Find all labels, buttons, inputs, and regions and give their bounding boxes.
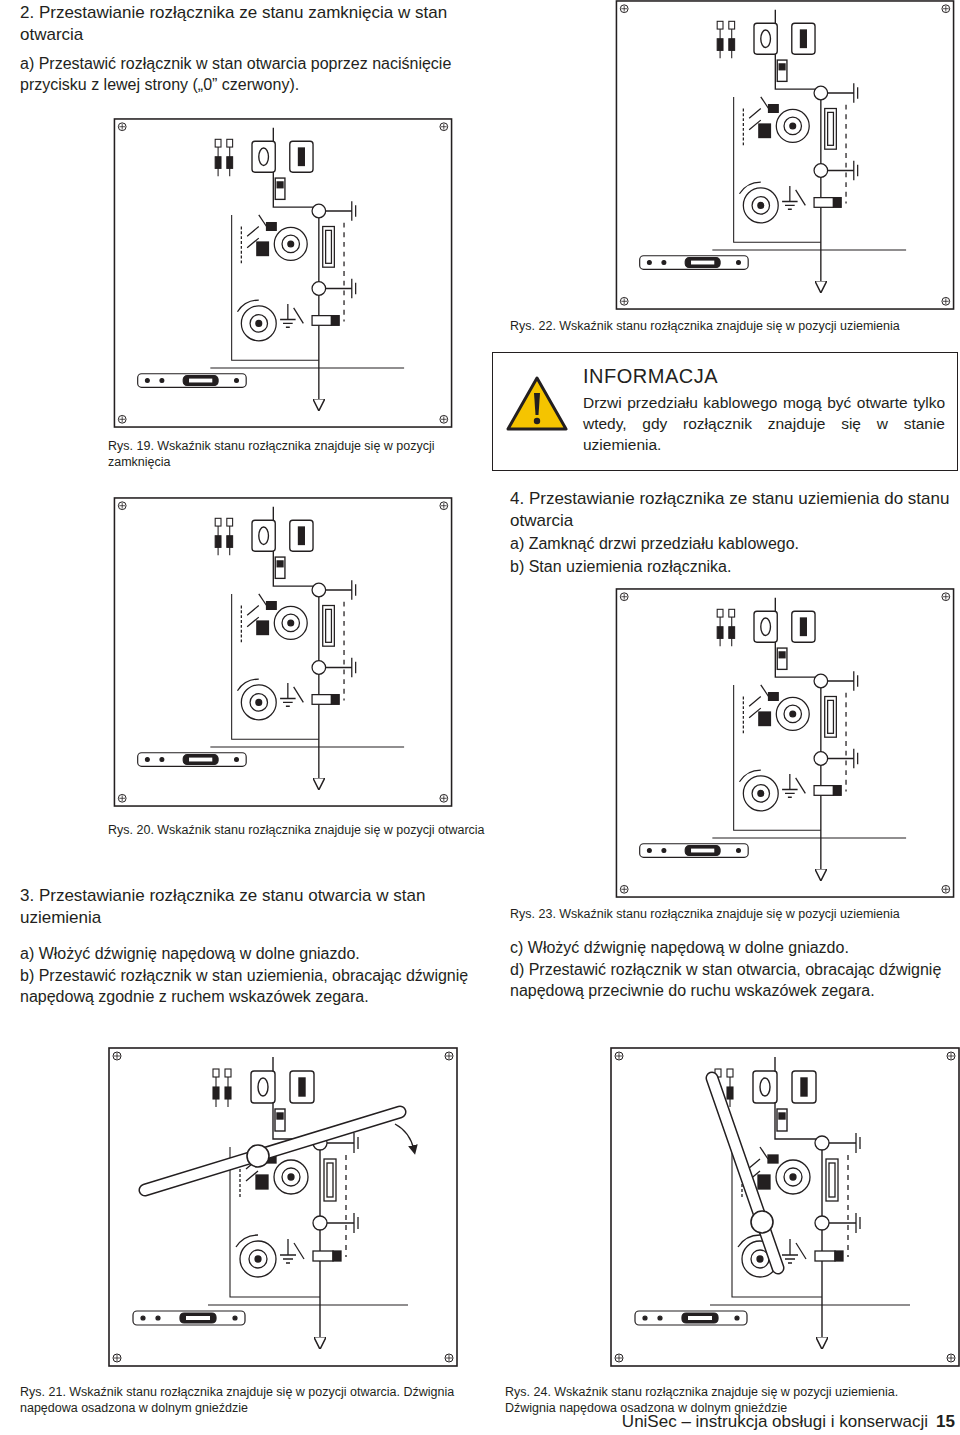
figure-caption: Rys. 24. Wskaźnik stanu rozłącznika znaj…: [505, 1384, 945, 1417]
operating-lever: [145, 1112, 414, 1190]
switchgear-panel: [109, 1, 959, 1366]
operating-lever: [712, 1078, 778, 1268]
instruction-text: a) Włożyć dźwignię napędową w dolne gnia…: [20, 944, 475, 965]
figure-caption: Rys. 22. Wskaźnik stanu rozłącznika znaj…: [510, 318, 955, 334]
page-footer: 15: [936, 1411, 955, 1433]
figure-caption: Rys. 23. Wskaźnik stanu rozłącznika znaj…: [510, 906, 955, 922]
warning-icon: [505, 375, 569, 433]
instruction-text: 3. Przestawianie rozłącznika ze stanu ot…: [20, 885, 475, 929]
figure-caption: Rys. 19. Wskaźnik stanu rozłącznika znaj…: [108, 438, 488, 471]
instruction-text: b) Przestawić rozłącznik w stan uziemien…: [20, 966, 475, 1008]
instruction-text: c) Włożyć dźwignię napędową w dolne gnia…: [510, 938, 955, 959]
instruction-text: 4. Przestawianie rozłącznika ze stanu uz…: [510, 488, 955, 532]
instruction-text: a) Przestawić rozłącznik w stan otwarcia…: [20, 54, 475, 96]
info-body: Drzwi przedziału kablowego mogą być otwa…: [583, 393, 945, 456]
instruction-text: d) Przestawić rozłącznik w stan otwarcia…: [510, 960, 955, 1002]
instruction-text: a) Zamknąć drzwi przedziału kablowego.: [510, 534, 955, 555]
info-heading: INFORMACJA: [583, 363, 945, 389]
info-box: INFORMACJA Drzwi przedziału kablowego mog…: [492, 352, 958, 471]
page-footer: UniSec – instrukcja obsługi i konserwacj…: [622, 1411, 928, 1433]
figure-caption: Rys. 20. Wskaźnik stanu rozłącznika znaj…: [108, 822, 488, 838]
instruction-text: 2. Przestawianie rozłącznika ze stanu za…: [20, 2, 475, 46]
instruction-text: b) Stan uziemienia rozłącznika.: [510, 557, 955, 578]
figure-caption: Rys. 21. Wskaźnik stanu rozłącznika znaj…: [20, 1384, 460, 1417]
